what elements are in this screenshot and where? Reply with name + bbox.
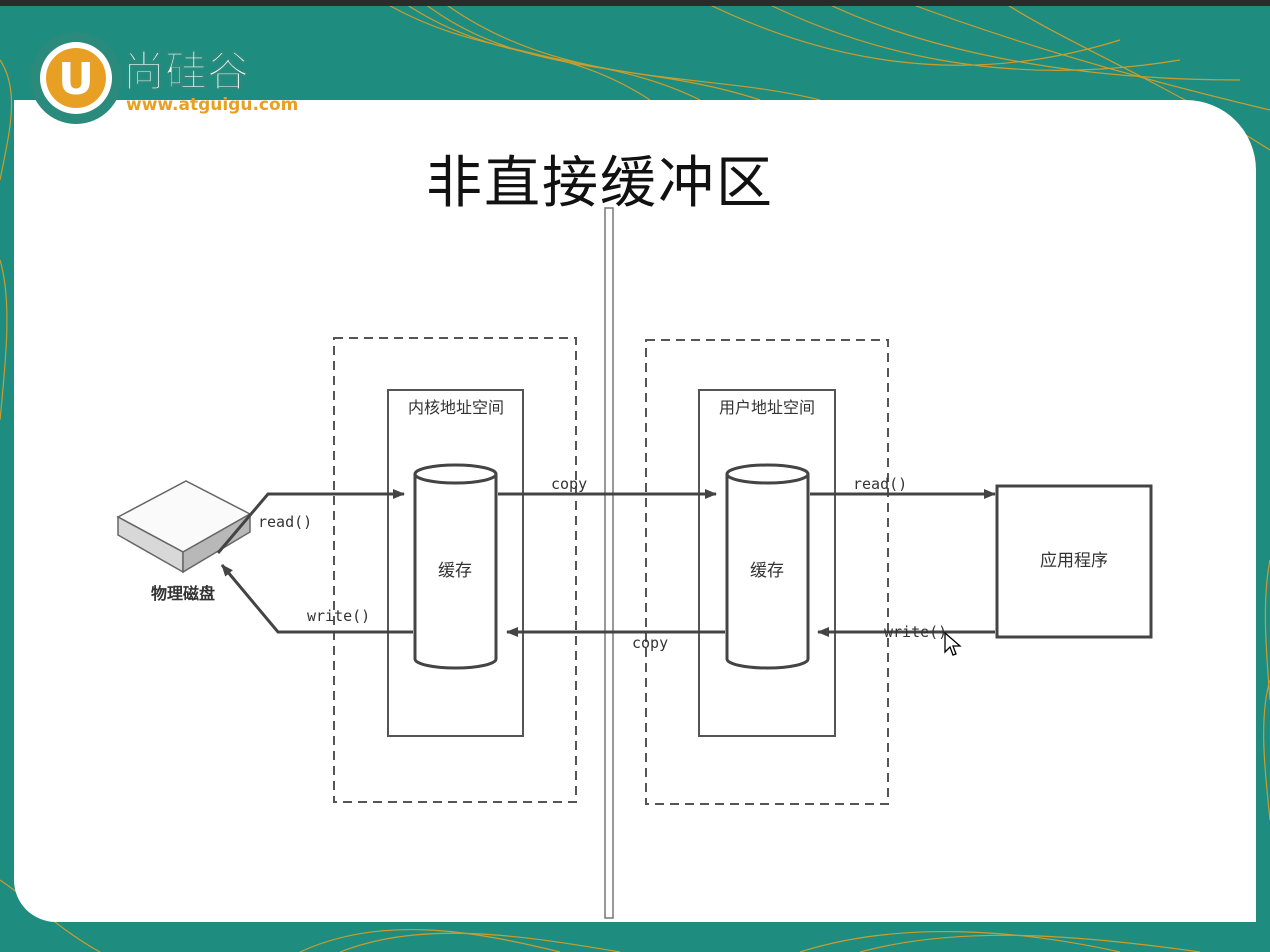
logo-url: www.atguigu.com bbox=[126, 95, 298, 115]
application-label: 应用程序 bbox=[1040, 551, 1108, 571]
kernel-buffer-label: 缓存 bbox=[438, 561, 472, 581]
center-divider bbox=[604, 207, 614, 919]
application-box bbox=[995, 484, 1153, 639]
logo-name: 尚硅谷 bbox=[123, 47, 249, 96]
user-buffer-label: 缓存 bbox=[750, 561, 784, 581]
user-buffer-cylinder bbox=[725, 463, 810, 670]
disk-label: 物理磁盘 bbox=[151, 584, 215, 603]
slide-title: 非直接缓冲区 bbox=[426, 151, 774, 216]
disk-write-label: write() bbox=[307, 607, 370, 625]
physical-disk-icon bbox=[116, 480, 252, 574]
logo-letter: U bbox=[58, 54, 94, 105]
disk-write-arrow bbox=[220, 564, 413, 634]
user-space-label: 用户地址空间 bbox=[719, 398, 815, 417]
disk-read-arrow bbox=[216, 489, 405, 554]
copy-to-kernel-label: copy bbox=[632, 634, 668, 652]
kernel-space-label: 内核地址空间 bbox=[408, 398, 504, 417]
app-read-label: read() bbox=[853, 475, 907, 493]
disk-read-label: read() bbox=[258, 513, 312, 531]
kernel-buffer-cylinder bbox=[413, 463, 498, 670]
atguigu-logo: U 尚硅谷 www.atguigu.com bbox=[30, 32, 298, 124]
copy-to-user-label: copy bbox=[551, 475, 587, 493]
user-region-dashed bbox=[645, 339, 889, 805]
kernel-region-dashed bbox=[333, 337, 577, 803]
mouse-pointer-icon bbox=[944, 632, 962, 656]
app-write-label: write() bbox=[884, 623, 947, 641]
